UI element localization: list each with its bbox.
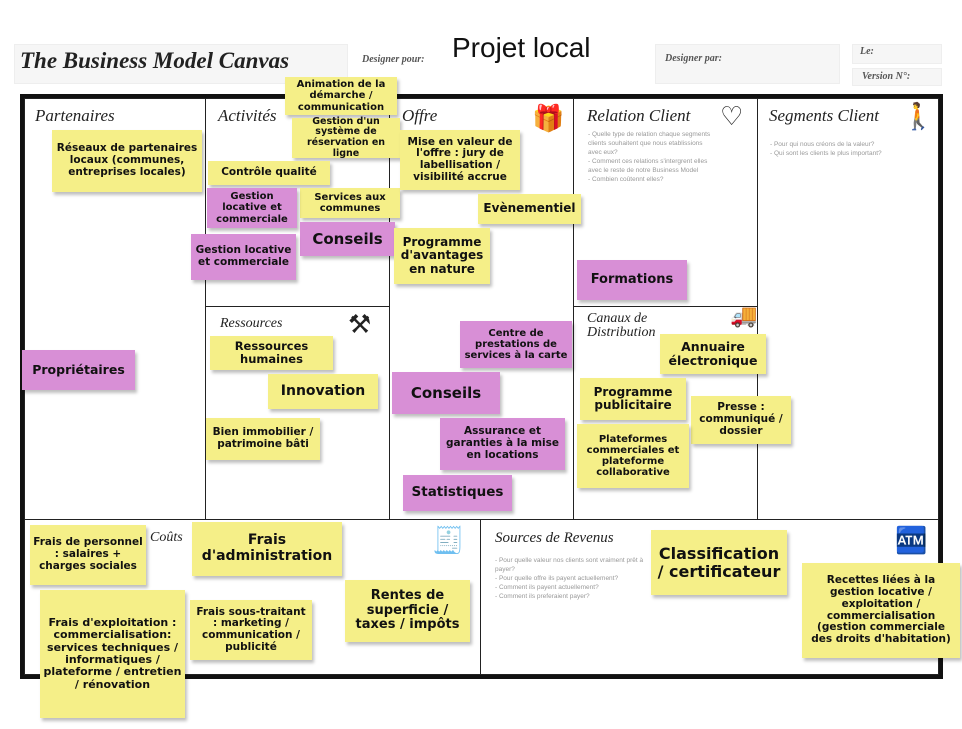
resources-title: Ressources xyxy=(220,316,283,331)
date-label: Le: xyxy=(860,46,874,57)
truck-icon: 🚚 xyxy=(730,303,758,328)
sticky-note[interactable]: Contrôle qualité xyxy=(208,161,330,185)
sticky-note[interactable]: Frais d'administration xyxy=(192,522,342,576)
sticky-note[interactable]: Conseils xyxy=(392,372,500,414)
section-segments xyxy=(757,98,939,520)
version-box xyxy=(852,68,942,86)
sticky-note[interactable]: Réseaux de partenaires locaux (communes,… xyxy=(52,130,202,192)
sticky-note[interactable]: Statistiques xyxy=(403,475,512,511)
relation-help: - Quelle type de relation chaque segment… xyxy=(588,131,711,183)
sticky-note[interactable]: Assurance et garanties à la mise en loca… xyxy=(440,418,565,470)
version-label: Version N°: xyxy=(862,71,911,82)
sticky-note[interactable]: Frais d'exploitation : commercialisation… xyxy=(40,590,185,718)
sticky-note[interactable]: Gestion locative et commerciale xyxy=(207,188,297,228)
channels-title: Canaux de Distribution xyxy=(587,311,656,340)
person-icon: 🚶 xyxy=(902,101,935,131)
revenues-help: - Pour quelle valeur nos clients sont vr… xyxy=(495,557,644,600)
worker-icon: ⚒ xyxy=(348,309,372,339)
heart-icon: ♡ xyxy=(720,101,744,131)
sticky-note[interactable]: Bien immobilier / patrimoine bâti xyxy=(206,418,320,460)
sticky-note[interactable]: Gestion locative et commerciale xyxy=(191,234,296,280)
sticky-note[interactable]: Ressources humaines xyxy=(210,336,333,370)
activities-title: Activités xyxy=(218,106,277,125)
revenues-title: Sources de Revenus xyxy=(495,530,614,546)
sticky-note[interactable]: Frais sous-traitant : marketing / commun… xyxy=(190,600,312,660)
sticky-note[interactable]: Plateformes commerciales et plateforme c… xyxy=(577,424,689,488)
gift-icon: 🎁 xyxy=(532,103,565,133)
sticky-note[interactable]: Programme publicitaire xyxy=(580,378,686,420)
date-box xyxy=(852,44,942,64)
sticky-note[interactable]: Recettes liées à la gestion locative / e… xyxy=(802,563,960,658)
project-title: Projet local xyxy=(452,32,591,63)
sticky-note[interactable]: Centre de prestations de services à la c… xyxy=(460,321,572,368)
sticky-note[interactable]: Programme d'avantages en nature xyxy=(394,228,490,284)
costs-title: Coûts xyxy=(150,530,183,545)
sticky-note[interactable]: Propriétaires xyxy=(22,350,135,390)
designer-for-label: Designer pour: xyxy=(362,54,425,65)
cash-register-icon: 🏧 xyxy=(895,525,928,555)
sticky-note[interactable]: Annuaire électronique xyxy=(660,334,766,374)
receipt-icon: 🧾 xyxy=(432,525,465,555)
sticky-note[interactable]: Classification / certificateur xyxy=(651,530,787,595)
sticky-note[interactable]: Evènementiel xyxy=(478,194,581,224)
sticky-note[interactable]: Presse : communiqué / dossier xyxy=(691,396,791,444)
canvas-title: The Business Model Canvas xyxy=(20,48,290,73)
sticky-note[interactable]: Conseils xyxy=(300,222,395,256)
sticky-note[interactable]: Innovation xyxy=(268,374,378,409)
segments-title: Segments Client xyxy=(769,106,880,125)
sticky-note[interactable]: Services aux communes xyxy=(300,188,400,218)
designer-by-label: Designer par: xyxy=(665,53,722,64)
header-title-box xyxy=(14,44,348,84)
segments-help: - Pour qui nous créons de la valeur? - Q… xyxy=(770,141,882,157)
sticky-note[interactable]: Mise en valeur de l'offre : jury de labe… xyxy=(400,130,520,190)
sticky-note[interactable]: Animation de la démarche / communication xyxy=(285,77,397,115)
offer-title: Offre xyxy=(402,106,438,125)
designer-by-box xyxy=(655,44,840,84)
partners-title: Partenaires xyxy=(35,106,115,125)
sticky-note[interactable]: Formations xyxy=(577,260,687,300)
sticky-note[interactable]: Gestion d'un système de réservation en l… xyxy=(292,116,400,158)
sticky-note[interactable]: Rentes de superficie / taxes / impôts xyxy=(345,580,470,642)
relation-title: Relation Client xyxy=(587,106,691,125)
sticky-note[interactable]: Frais de personnel : salaires + charges … xyxy=(30,525,146,585)
